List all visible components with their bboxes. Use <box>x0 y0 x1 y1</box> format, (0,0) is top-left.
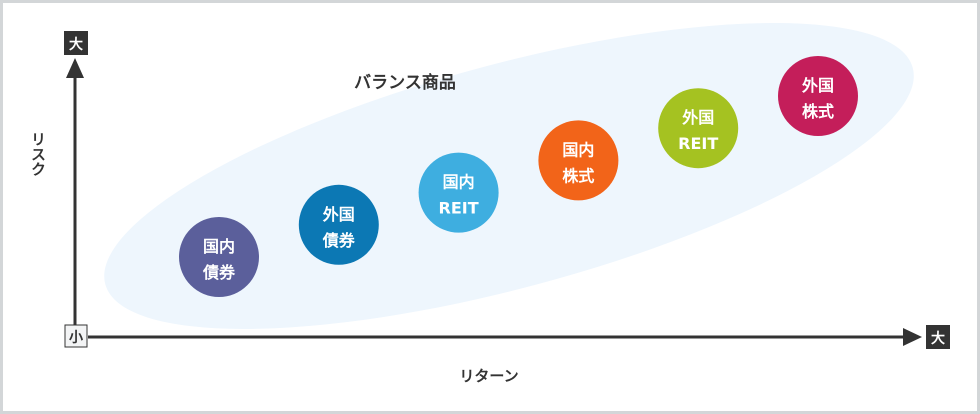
product-bubble-circle <box>658 88 739 169</box>
product-label-line2: REIT <box>439 199 479 218</box>
product-bubble-circle <box>778 56 858 136</box>
x-axis-label: リターン <box>459 367 518 385</box>
product-label-line1: 国内 <box>203 237 235 256</box>
product-label-line1: 外国 <box>801 76 834 95</box>
product-bubble-circle <box>538 120 619 201</box>
product-bubble: 国内 REIT <box>418 152 499 233</box>
product-label-line2: 債券 <box>202 263 236 282</box>
product-label-line1: 外国 <box>681 108 714 127</box>
product-label-line2: 株式 <box>802 102 834 121</box>
x-axis-max-box <box>926 325 950 349</box>
origin-min-label: 小 <box>69 330 83 346</box>
y-axis-arrow-icon <box>66 58 84 78</box>
product-bubble-circle <box>179 217 259 297</box>
product-label-line2: REIT <box>678 134 718 153</box>
product-label-line2: 株式 <box>562 166 594 185</box>
product-bubble-circle <box>418 152 499 233</box>
y-axis-max-label: 大 <box>69 36 83 53</box>
origin-box <box>64 324 88 348</box>
y-axis-max-box <box>64 31 88 55</box>
product-label-line1: 国内 <box>443 173 475 192</box>
product-label-line1: 国内 <box>562 140 594 159</box>
x-axis-arrow-icon <box>903 328 922 346</box>
product-label-line1: 外国 <box>322 205 355 224</box>
x-axis-max-label: 大 <box>931 330 945 347</box>
y-axis-label: リスク <box>29 132 47 177</box>
product-bubble-circle <box>298 184 379 265</box>
product-bubble: 外国 REIT <box>658 88 739 169</box>
balance-products-label: バランス商品 <box>354 72 456 93</box>
product-label-line2: 債券 <box>322 231 356 250</box>
